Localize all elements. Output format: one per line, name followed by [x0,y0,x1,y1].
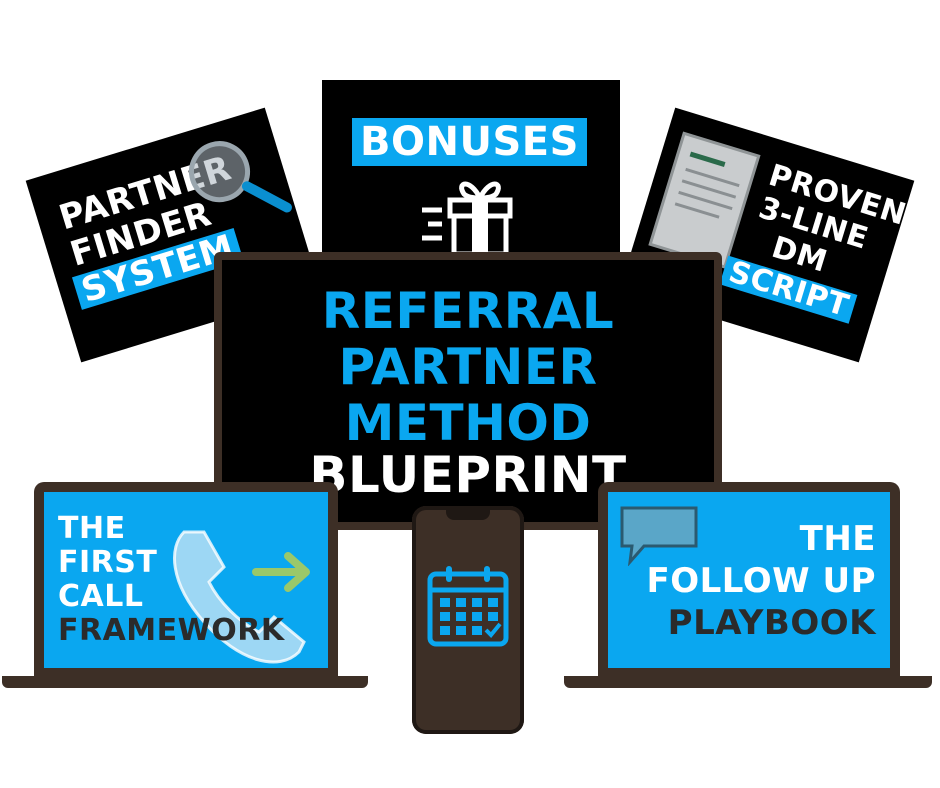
first-call-line2: FIRST [58,545,158,580]
phone-notch [446,510,490,520]
bonuses-label: BONUSES [352,118,587,166]
monitor-screen [222,260,714,522]
follow-up-line1: THE [799,519,876,559]
magnifier-icon [189,141,292,213]
left-laptop-screen: THE FIRST CALL FRAMEWORK [44,492,328,668]
bonuses-card: BONUSES [322,80,620,280]
main-title-line2: PARTNER [338,338,598,396]
calendar-icon [427,566,509,647]
arrow-right-icon [252,552,310,592]
main-title-line3: METHOD [344,394,592,452]
right-laptop-screen: THE FOLLOW UP PLAYBOOK [608,492,890,668]
speech-bubble-icon [620,506,698,566]
follow-up-line3: PLAYBOOK [667,603,876,643]
main-title-line1: REFERRAL [321,282,615,340]
follow-up-line2: FOLLOW UP [646,561,876,601]
right-laptop: THE FOLLOW UP PLAYBOOK [598,482,900,676]
document-icon [648,131,761,269]
phone-icon [173,530,306,664]
partner-finder-card: PARTNER FINDER SYSTEM [25,107,321,363]
left-laptop: THE FIRST CALL FRAMEWORK [34,482,338,676]
left-laptop-base [2,676,368,688]
smartphone [412,506,524,734]
first-call-line3: CALL [58,579,144,614]
gift-icon [422,181,513,257]
main-title-line4: BLUEPRINT [309,446,627,504]
right-laptop-base [564,676,932,688]
first-call-line1: THE [58,511,126,546]
first-call-line4: FRAMEWORK [58,613,285,648]
